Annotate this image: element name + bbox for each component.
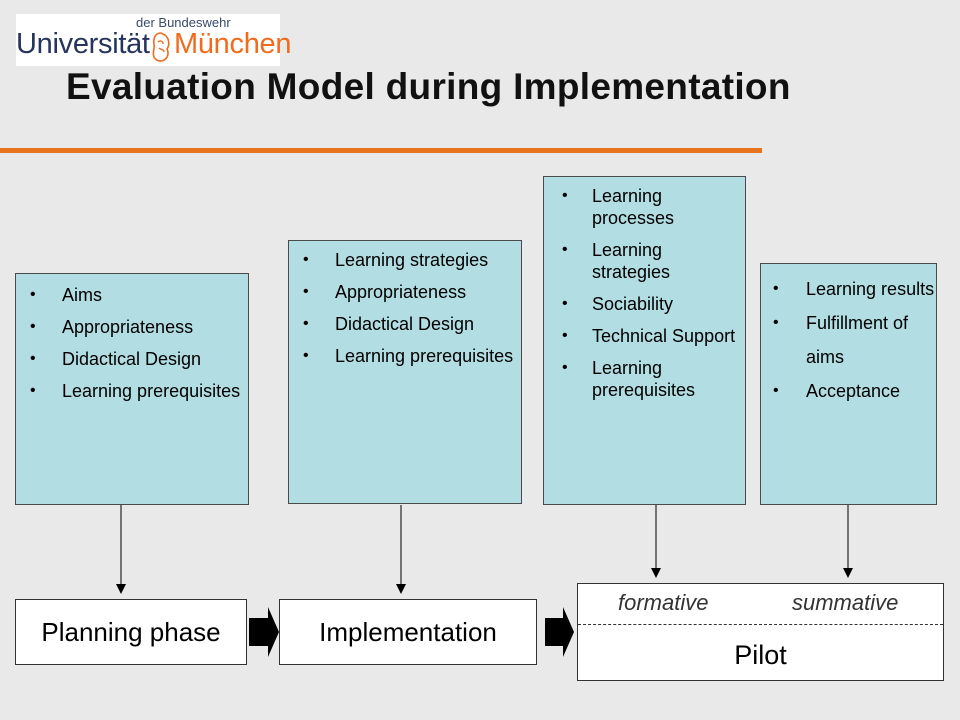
criteria-item: Didactical Design	[289, 313, 521, 335]
flow-arrow-1	[249, 607, 279, 657]
arrowhead-implementation	[396, 584, 406, 594]
criteria-item: Learning strategies	[544, 239, 745, 283]
university-logo: der Bundeswehr Universität München	[16, 14, 292, 66]
phase-implementation: Implementation	[279, 599, 537, 665]
logo-name-right: München	[174, 28, 292, 60]
criteria-item: Appropriateness	[16, 316, 248, 338]
phase-planning: Planning phase	[15, 599, 247, 665]
criteria-box-implementation: Learning strategies Appropriateness Dida…	[288, 240, 522, 504]
criteria-item: Learning prerequisites	[289, 345, 521, 367]
pilot-label: Pilot	[734, 640, 787, 670]
criteria-item: Learning prerequisites	[544, 357, 745, 401]
criteria-item: Fulfillment of aims	[761, 306, 936, 374]
summative-label: summative	[792, 590, 899, 615]
criteria-item: Learning processes	[544, 185, 745, 229]
criteria-list: Learning strategies Appropriateness Dida…	[289, 249, 521, 377]
criteria-item: Acceptance	[761, 374, 936, 408]
criteria-item: Sociability	[544, 293, 745, 315]
criteria-box-formative: Learning processes Learning strategies S…	[543, 176, 746, 505]
criteria-list: Aims Appropriateness Didactical Design L…	[16, 284, 248, 412]
criteria-item: Learning results	[761, 272, 936, 306]
arrowhead-summative	[843, 568, 853, 578]
title-underline	[0, 148, 762, 153]
criteria-box-planning: Aims Appropriateness Didactical Design L…	[15, 273, 249, 505]
criteria-item: Didactical Design	[16, 348, 248, 370]
criteria-item: Appropriateness	[289, 281, 521, 303]
phase-pilot: formative summative Pilot	[577, 583, 944, 681]
logo-emblem-icon	[152, 32, 170, 62]
criteria-box-summative: Learning results Fulfillment of aims Acc…	[760, 263, 937, 505]
arrowhead-planning	[116, 584, 126, 594]
criteria-item: Aims	[16, 284, 248, 306]
arrowhead-formative	[651, 568, 661, 578]
criteria-item: Learning prerequisites	[16, 380, 248, 402]
formative-label: formative	[618, 590, 709, 615]
criteria-item: Learning strategies	[289, 249, 521, 271]
page-title: Evaluation Model during Implementation	[66, 66, 791, 107]
logo-name-left: Universität	[16, 28, 150, 60]
logo-subtitle: der Bundeswehr	[136, 15, 231, 30]
criteria-item: Technical Support	[544, 325, 745, 347]
criteria-list: Learning results Fulfillment of aims Acc…	[761, 272, 936, 408]
criteria-list: Learning processes Learning strategies S…	[544, 185, 745, 411]
flow-arrow-2	[545, 607, 574, 657]
evaluation-type-row: formative summative	[578, 584, 943, 625]
